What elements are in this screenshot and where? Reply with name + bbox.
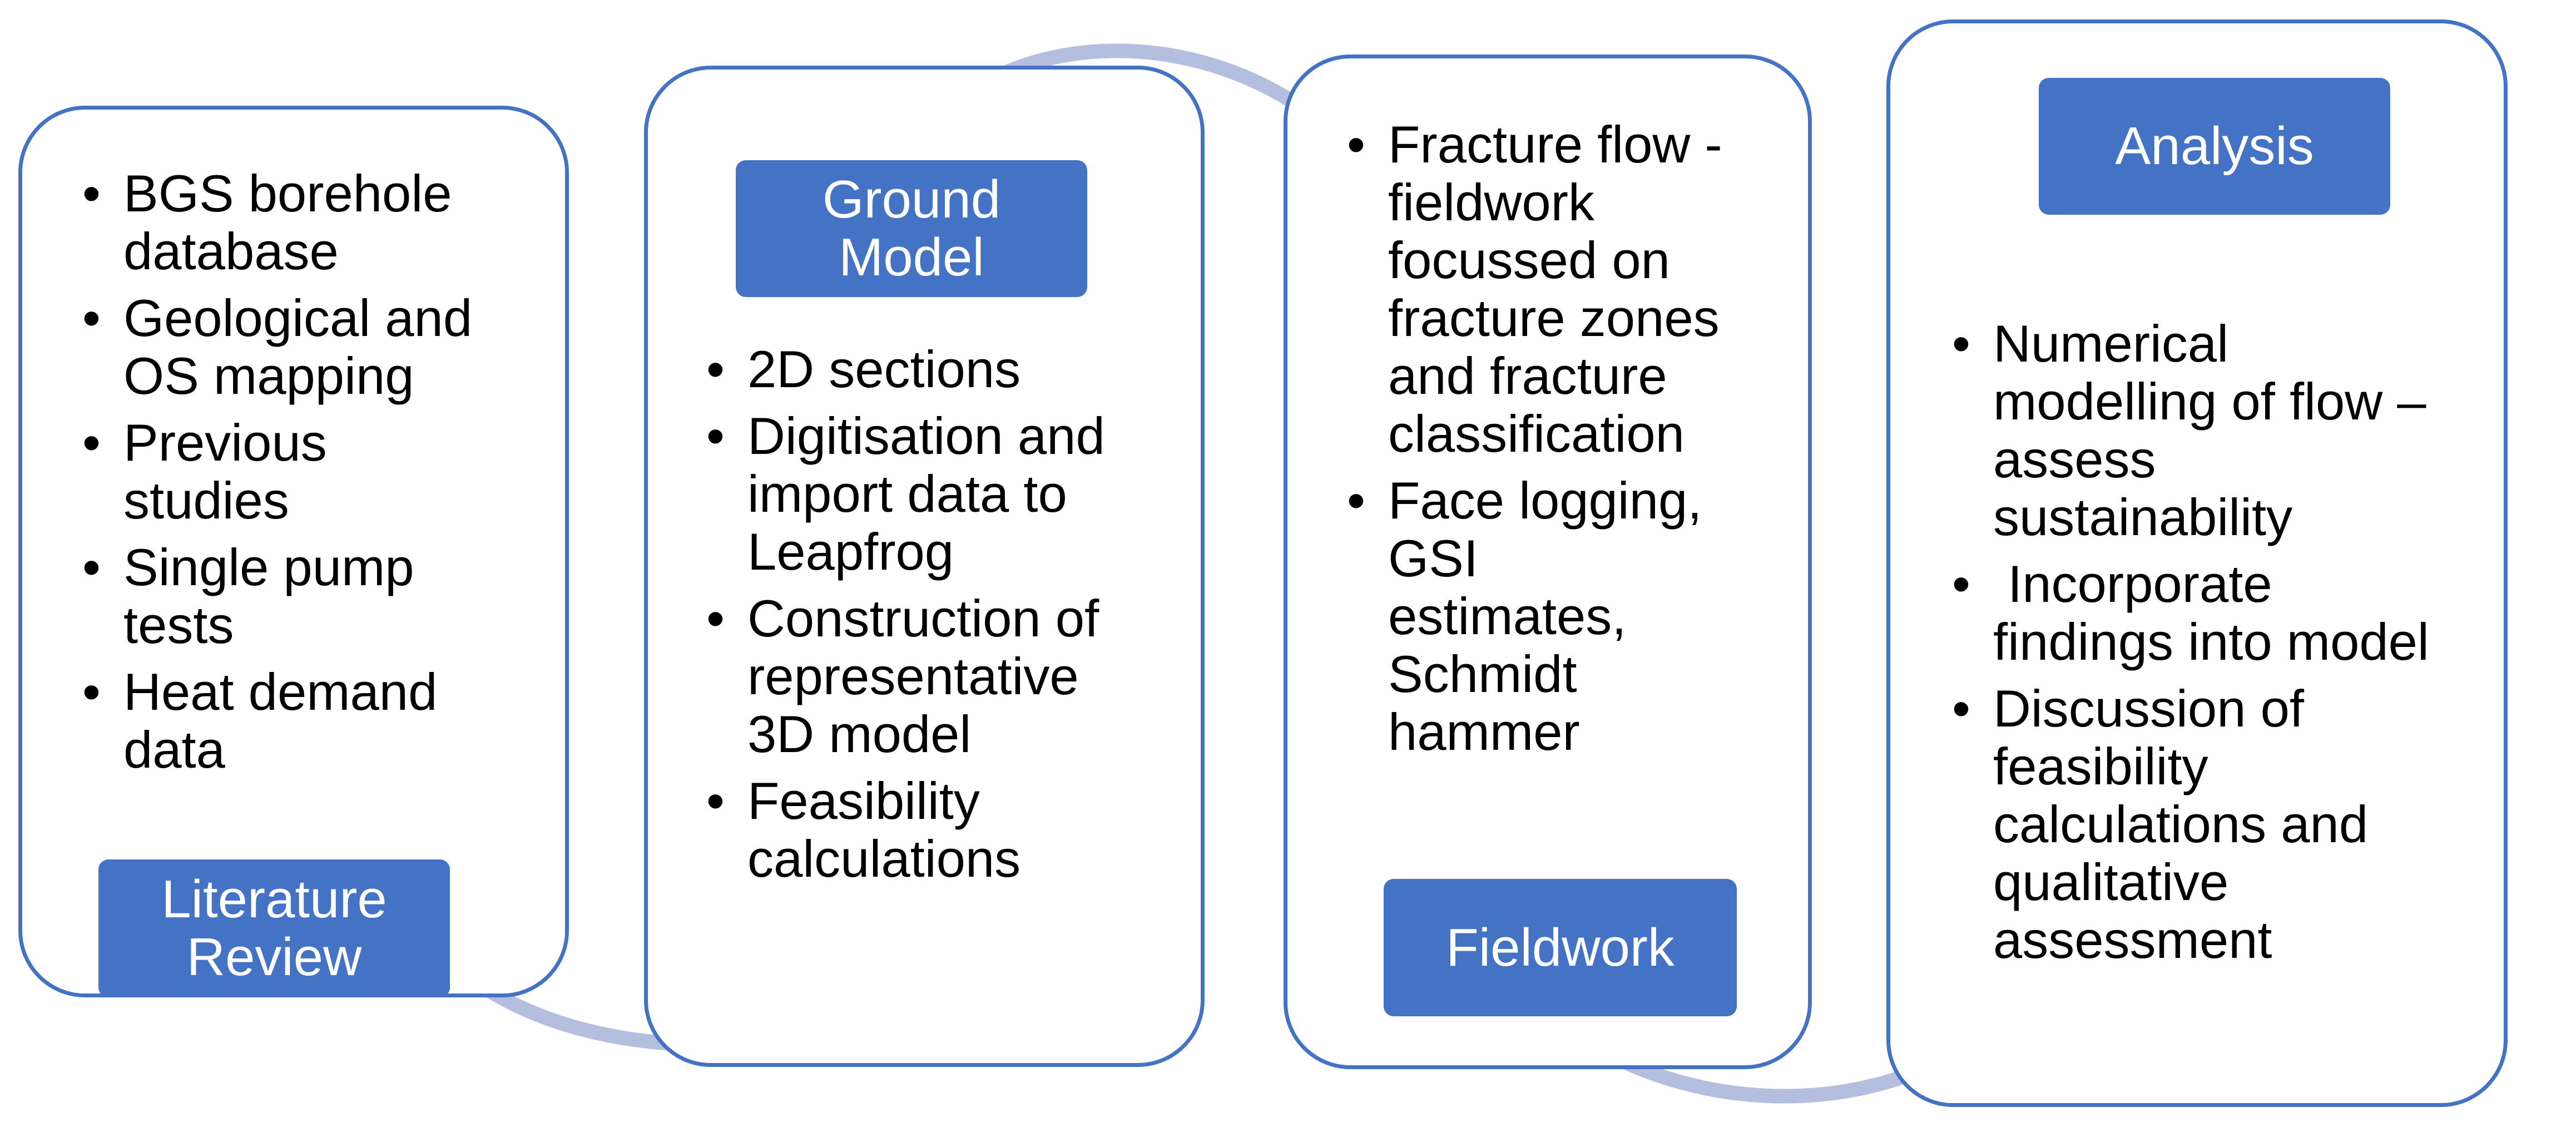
list-item: 2D sections <box>706 340 1105 399</box>
stage-label-fieldwork: Fieldwork <box>1384 879 1737 1016</box>
analysis-list: Numerical modelling of flow – assess sus… <box>1952 315 2429 978</box>
list-item: Fracture flow - fieldwork focussed on fr… <box>1347 116 1722 463</box>
list-item: Feasibility calculations <box>706 772 1105 888</box>
ground-model-list: 2D sections Digitisation and import data… <box>706 340 1105 897</box>
stage-label-literature-review: Literature Review <box>98 859 450 997</box>
list-item: Discussion of feasibility calculations a… <box>1952 680 2429 969</box>
list-item: Previous studies <box>82 414 472 530</box>
list-item: BGS borehole database <box>82 165 472 280</box>
list-item: Single pump tests <box>82 538 472 654</box>
literature-review-list: BGS borehole database Geological and OS … <box>82 165 472 788</box>
fieldwork-list: Fracture flow - fieldwork focussed on fr… <box>1347 116 1722 770</box>
list-item: Numerical modelling of flow – assess sus… <box>1952 315 2429 546</box>
list-item: Construction of representative 3D model <box>706 590 1105 763</box>
list-item: Heat demand data <box>82 663 472 779</box>
list-item: Face logging, GSI estimates, Schmidt ham… <box>1347 472 1722 761</box>
list-item: Incorporate findings into model <box>1952 555 2429 671</box>
list-item: Geological and OS mapping <box>82 289 472 405</box>
list-item: Digitisation and import data to Leapfrog <box>706 407 1105 581</box>
stage-label-analysis: Analysis <box>2039 78 2390 215</box>
stage-label-ground-model: Ground Model <box>736 160 1087 297</box>
